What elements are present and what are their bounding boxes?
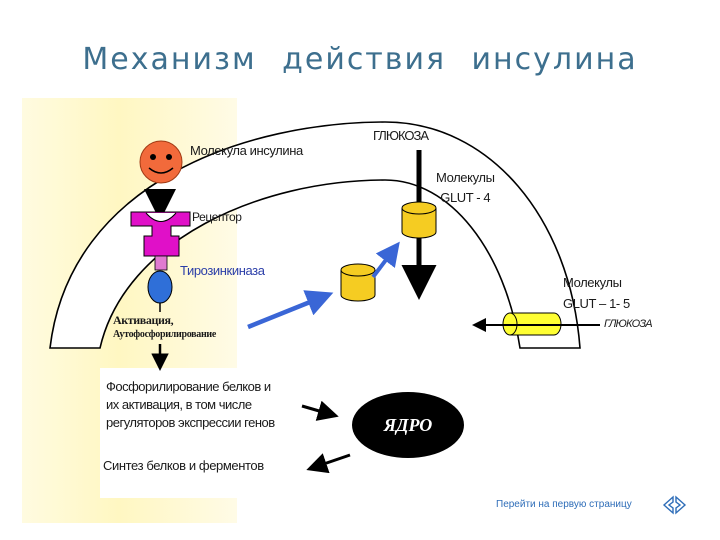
- receptor-icon: [130, 211, 191, 271]
- glut4-vesicle-cylinder-icon: [340, 263, 376, 302]
- nucleus-label: ЯДРО: [383, 414, 433, 435]
- nav-prev-icon[interactable]: [661, 495, 675, 515]
- tyrosine-kinase-icon: [147, 270, 173, 304]
- activation-blue-arrow: [247, 290, 334, 330]
- glucose-top-label: ГЛЮКОЗА: [373, 128, 429, 143]
- insulin-smiley-icon: [139, 140, 183, 184]
- glut4-membrane-cylinder-icon: [401, 201, 437, 239]
- nav-next-icon[interactable]: [674, 495, 688, 515]
- phos-to-nucleus-arrow: [301, 400, 339, 421]
- phosphorylation-line1: Фосфорилирование белков и: [106, 379, 271, 394]
- glut4-label-line2: GLUT - 4: [440, 190, 491, 205]
- phosphorylation-line2: их активация, в том числе: [106, 397, 252, 412]
- receptor-label: Рецептор: [192, 210, 242, 224]
- glut15-label-line1: Молекулы: [563, 275, 622, 290]
- tyrosine-kinase-label: Тирозинкиназа: [180, 263, 265, 278]
- nucleus-to-synthesis-arrow: [306, 453, 351, 474]
- phosphorylation-label: Фосфорилирование белков и их активация, …: [106, 378, 275, 432]
- glut15-label-line2: GLUT – 1- 5: [563, 296, 630, 311]
- translocation-blue-arrow: [371, 241, 400, 279]
- glucose-right-label: ГЛЮКОЗА: [604, 318, 653, 330]
- activation-label: Активация,: [113, 313, 174, 327]
- insulin-molecule-label: Молекула инсулина: [190, 143, 303, 158]
- glut4-label: Молекулы GLUT - 4: [436, 168, 495, 208]
- first-page-link[interactable]: Перейти на первую страницу: [496, 499, 632, 510]
- background-white-panel: [100, 368, 305, 498]
- phosphorylation-line3: регуляторов экспрессии генов: [106, 415, 275, 430]
- glut4-label-line1: Молекулы: [436, 170, 495, 185]
- membrane-band: [49, 121, 581, 349]
- autophosphorylation-label: Аутофосфорилирование: [113, 329, 217, 340]
- synthesis-label: Синтез белков и ферментов: [103, 458, 264, 473]
- page-title: Механизм действия инсулина: [82, 42, 638, 77]
- nucleus: [352, 392, 464, 458]
- glut15-label: Молекулы GLUT – 1- 5: [563, 272, 630, 314]
